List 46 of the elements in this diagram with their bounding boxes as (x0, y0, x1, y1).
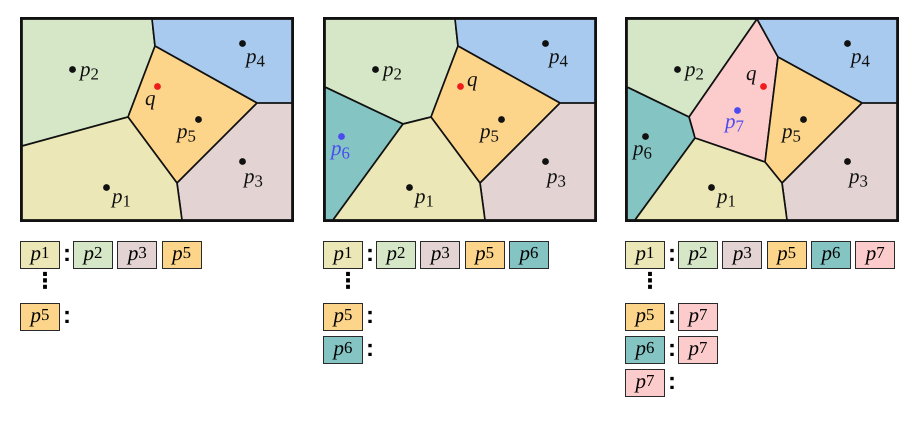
point-label: p$_{4}$ (246, 46, 265, 67)
point-label: p$_{2}$ (685, 59, 704, 80)
colon-separator: : (668, 370, 676, 394)
vertical-ellipsis: ⋮ (639, 271, 661, 293)
voronoi-cell (480, 103, 595, 220)
colon-separator: : (668, 242, 676, 266)
colon-separator: : (63, 242, 71, 266)
point-label: p$_{5}$ (782, 121, 801, 142)
vertical-ellipsis: ⋮ (34, 271, 56, 293)
point-label: p$_{5}$ (480, 121, 499, 142)
point-label: p$_{1}$ (112, 186, 131, 207)
point-label: p$_{2}$ (383, 59, 402, 80)
voronoi-cell (627, 19, 757, 117)
point-label: p$_{3}$ (849, 166, 868, 187)
point-label: p$_{5}$ (177, 121, 196, 142)
point-label: q (467, 69, 478, 90)
voronoi-cell (782, 103, 897, 220)
point-label: p$_{1}$ (717, 186, 736, 207)
point-label: p$_{4}$ (851, 46, 870, 67)
colon-separator: : (63, 304, 71, 328)
colon-separator: : (366, 336, 374, 360)
voronoi-cell (325, 19, 458, 124)
voronoi-cell (325, 87, 403, 220)
vertical-ellipsis: ⋮ (337, 271, 359, 293)
voronoi-diagram-frame (20, 17, 294, 222)
colon-separator: : (668, 336, 676, 360)
voronoi-cell (22, 19, 155, 146)
point-label: p$_{1}$ (415, 186, 434, 207)
point-label: p$_{6}$ (331, 138, 350, 159)
point-label: p$_{4}$ (549, 46, 568, 67)
point-label: p$_{6}$ (633, 138, 652, 159)
point-label: p$_{3}$ (244, 166, 263, 187)
point-label: p$_{3}$ (547, 166, 566, 187)
colon-separator: : (366, 242, 374, 266)
colon-separator: : (668, 304, 676, 328)
voronoi-cell (627, 87, 695, 220)
point-label: p$_{7}$ (725, 111, 744, 132)
colon-separator: : (366, 304, 374, 328)
point-label: p$_{2}$ (80, 59, 99, 80)
point-label: q (145, 88, 156, 109)
point-label: q (746, 63, 756, 84)
voronoi-diagram-frame (323, 17, 597, 222)
voronoi-cell (455, 19, 595, 103)
voronoi-cell (757, 19, 897, 103)
voronoi-cell (177, 103, 292, 220)
voronoi-diagram-frame (625, 17, 899, 222)
